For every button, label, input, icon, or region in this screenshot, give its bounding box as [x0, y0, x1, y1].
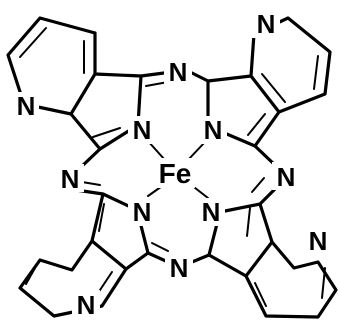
ring-double-bond: [261, 73, 286, 103]
atom-n-pyrrole-bottom-right: N: [202, 197, 221, 227]
unit-top-left: [6, 16, 143, 151]
ring-double-bond: [321, 267, 326, 299]
ring-double-bond: [313, 55, 319, 90]
meso-bridges: [74, 70, 278, 264]
bridge-bond-bottom: [146, 251, 170, 264]
atom-labels: N N N N N N N N N N N N Fe: [13, 9, 332, 320]
pyridine-ring-bottom-left: [18, 239, 128, 318]
bridge-bond-right: [258, 186, 278, 206]
ring-double-bond: [25, 267, 36, 285]
atom-n-meso-bottom: N: [170, 253, 189, 283]
bridge-double-bond-bottom: [151, 242, 169, 252]
ring-double-bond: [98, 203, 105, 232]
ring-double-bond: [92, 127, 121, 138]
ring-double-bond: [254, 282, 267, 307]
atom-n-pyridine-bottom-left: N: [77, 290, 96, 320]
unit-bottom-right: [207, 202, 338, 319]
atom-n-pyridine-top-right: N: [257, 9, 276, 39]
bridge-double-bond-left: [81, 181, 101, 186]
atom-n-pyrrole-top-left: N: [133, 115, 152, 145]
pyridine-ring-bottom-right: [244, 240, 338, 319]
atom-n-pyrrole-top-right: N: [204, 115, 223, 145]
atom-n-pyrrole-bottom-left: N: [133, 197, 152, 227]
bridge-bond-top: [139, 71, 166, 78]
ring-double-bond: [246, 207, 251, 237]
atom-fe-center: Fe: [159, 158, 192, 189]
atom-n-pyridine-top-left: N: [17, 91, 36, 121]
ring-double-bond: [19, 27, 47, 58]
fe-n-bond: [187, 141, 206, 161]
bridge-bond-top: [188, 70, 210, 83]
bridge-bond-bottom: [190, 253, 211, 264]
atom-n-meso-top: N: [169, 57, 188, 87]
atom-n-meso-right: N: [277, 162, 296, 192]
ring-double-bond: [247, 113, 266, 136]
atom-n-pyridine-bottom-right: N: [309, 226, 328, 256]
atom-n-meso-left: N: [61, 164, 80, 194]
bridge-double-bond-right: [251, 177, 265, 193]
